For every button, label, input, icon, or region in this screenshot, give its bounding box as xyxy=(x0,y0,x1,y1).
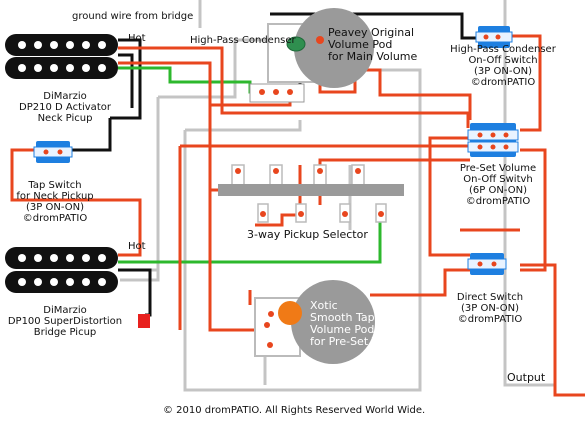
hp-condenser-label: High-Pass Condenser xyxy=(190,35,296,46)
pickup-selector xyxy=(218,164,404,223)
main-volume-pot xyxy=(249,8,374,103)
xotic-pot xyxy=(254,280,375,364)
bridge-ground-terminal xyxy=(138,314,150,328)
copyright: © 2010 dromPATIO. All Rights Reserved Wo… xyxy=(163,405,426,416)
main-pot-label: Peavey Original Volume Pod for Main Volu… xyxy=(328,26,418,63)
preset-switch xyxy=(467,123,519,157)
direct-switch xyxy=(467,253,507,275)
hp-switch-label: High-Pass Condenser On-Off Switch (3P ON… xyxy=(450,44,556,88)
hp-switch xyxy=(475,26,513,48)
ground-wire-label: ground wire from bridge xyxy=(72,11,194,22)
bridge-pickup xyxy=(5,247,118,293)
tap-switch xyxy=(33,141,73,163)
output-label: Output xyxy=(507,371,546,384)
preset-switch-label: Pre-Set Volume On-Off Switvh (6P ON-ON) … xyxy=(459,163,537,207)
bridge-hot-label: Hot xyxy=(128,241,146,252)
selector-label: 3-way Pickup Selector xyxy=(247,228,368,241)
tap-switch-label: Tap Switch for Neck Pickup (3P ON-ON) ©d… xyxy=(16,180,94,224)
neck-pickup-label: DiMarzio DP210 D Activator Neck Picup xyxy=(19,91,111,124)
direct-switch-label: Direct Switch (3P ON-ON) ©dromPATIO xyxy=(456,292,524,325)
neck-hot-label: Hot xyxy=(128,33,146,44)
neck-pickup xyxy=(5,34,118,79)
xotic-pot-label: Xotic Smooth Taper Volume Pod for Pre-Se… xyxy=(310,299,413,348)
bridge-pickup-label: DiMarzio DP100 SuperDistortion Bridge Pi… xyxy=(7,305,123,338)
